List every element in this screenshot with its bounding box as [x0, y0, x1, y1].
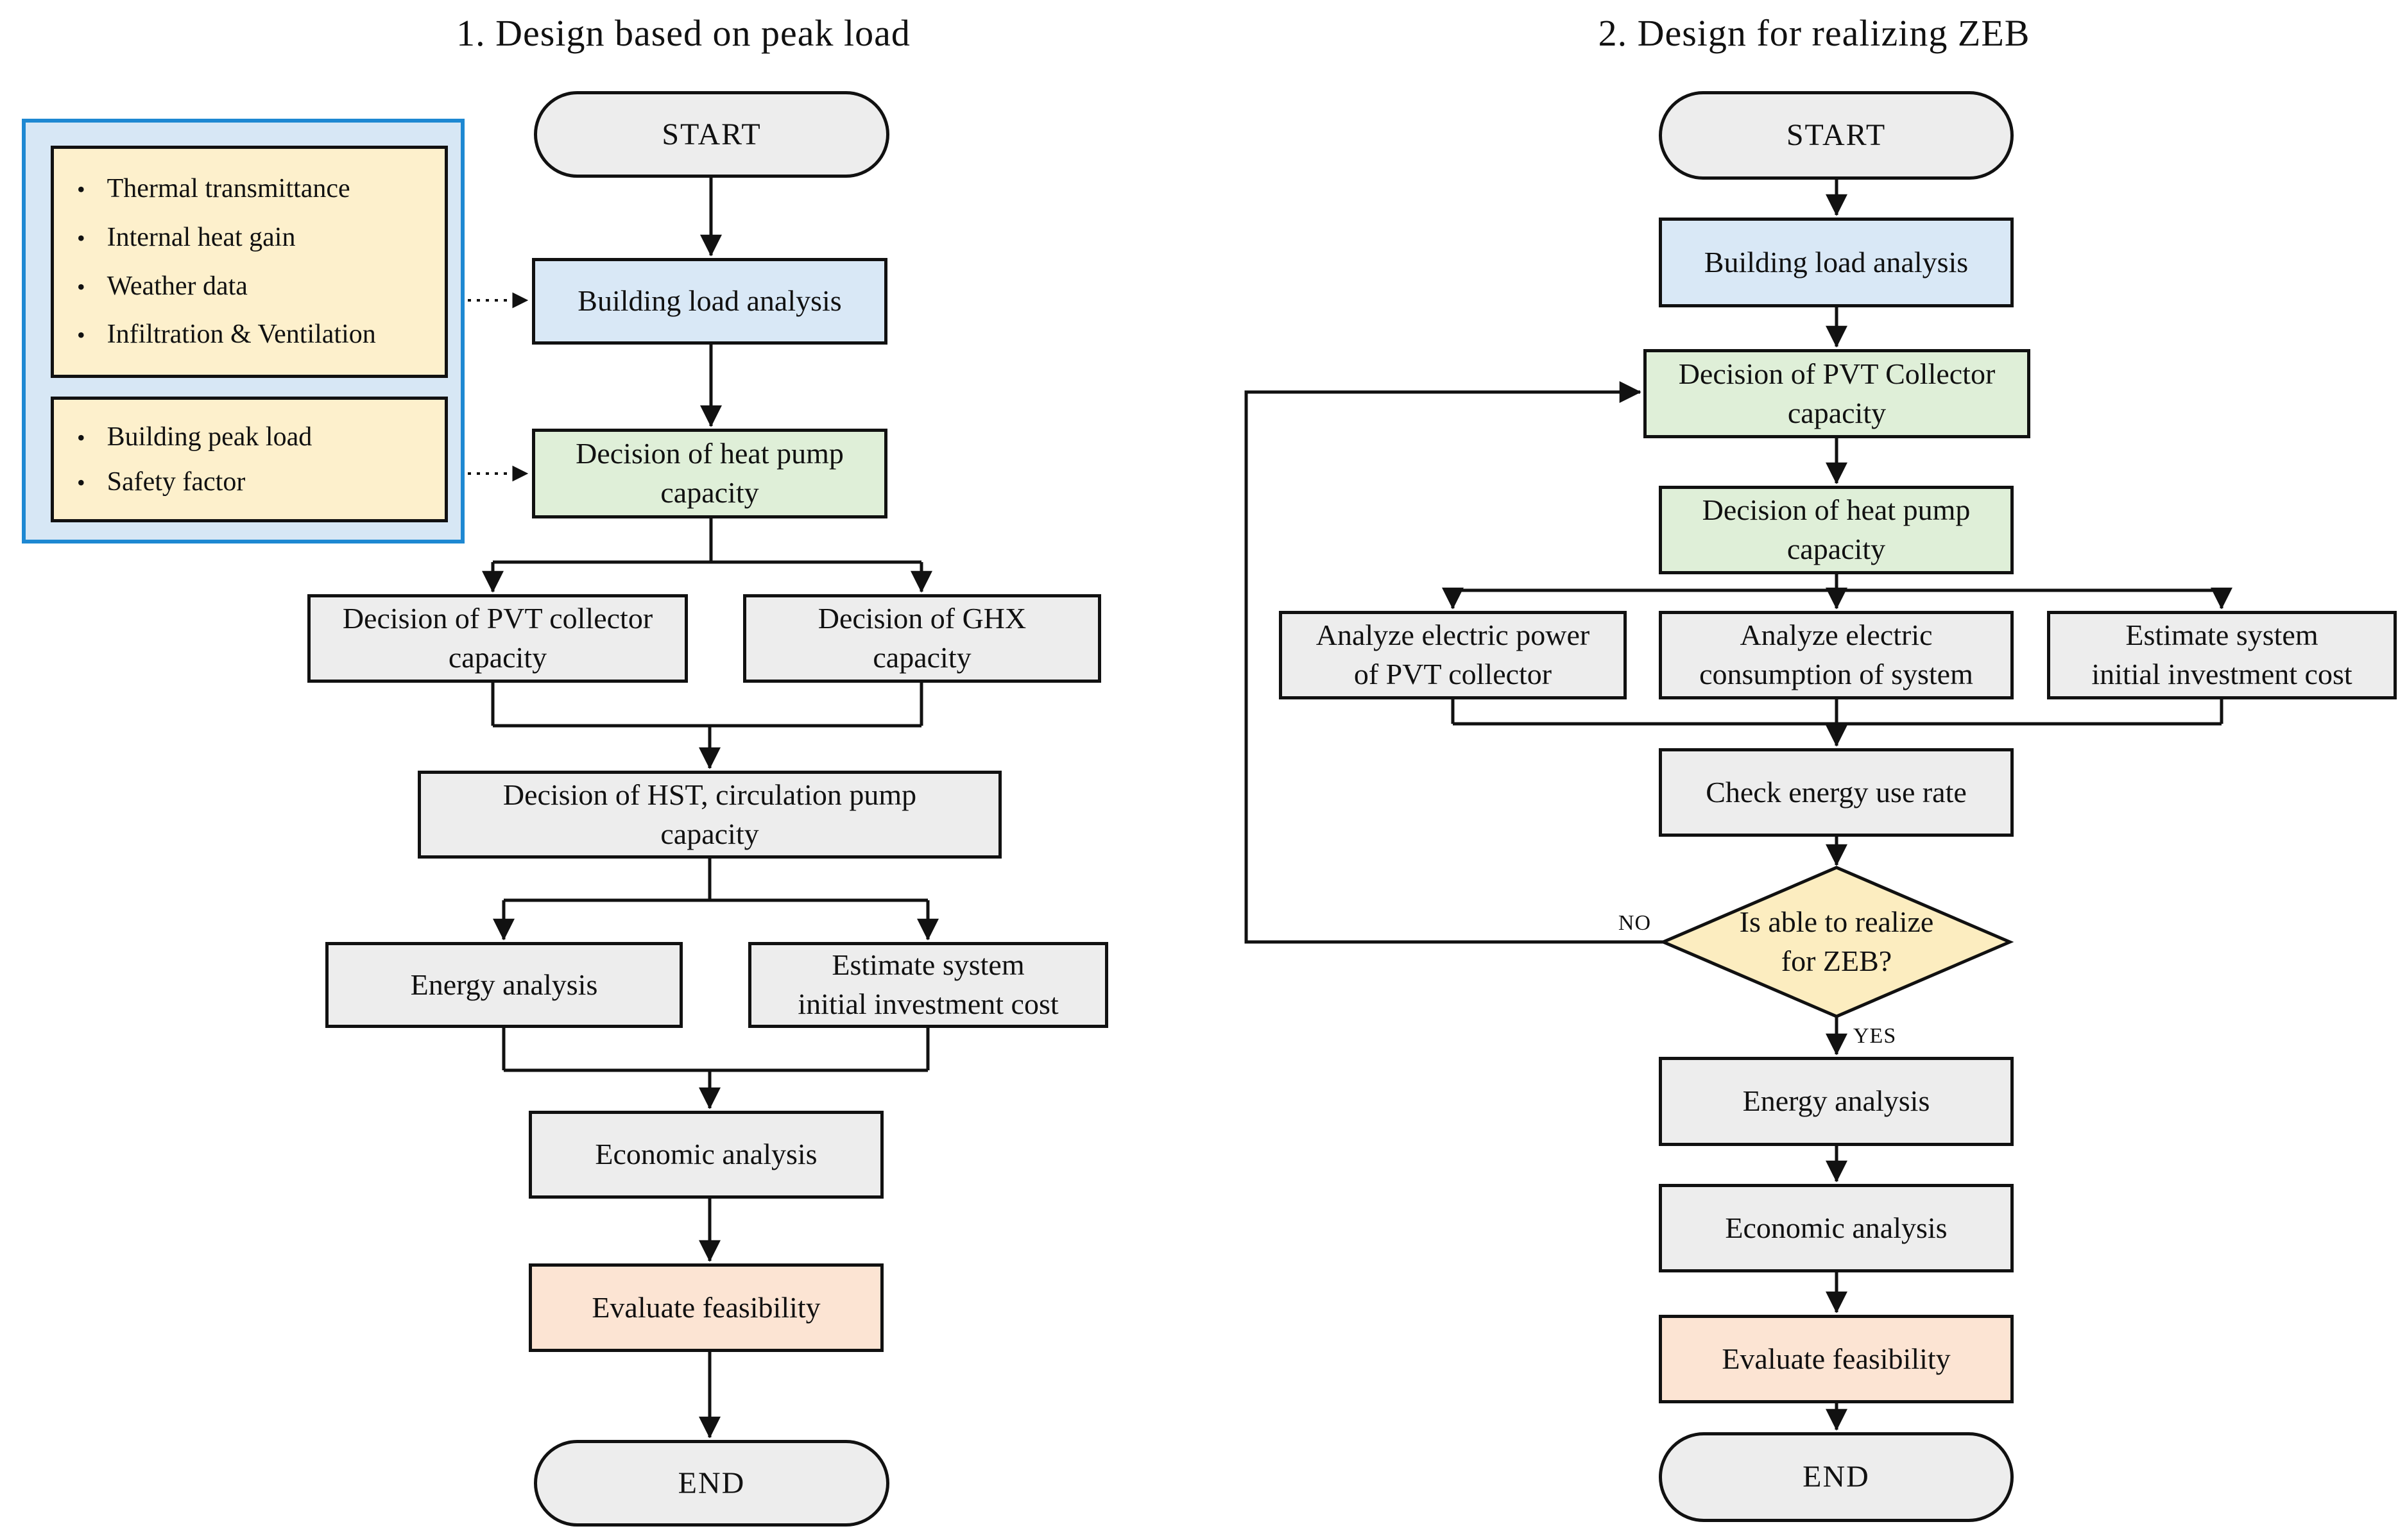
- input-parameters-panel: • Thermal transmittance • Internal heat …: [22, 119, 465, 543]
- zeb-decision-diamond: [1659, 866, 2014, 1018]
- note-item-label: Internal heat gain: [107, 223, 296, 253]
- note-item-label: Thermal transmittance: [107, 174, 350, 204]
- right-heat-pump-capacity: Decision of heat pump capacity: [1659, 486, 2014, 574]
- bullet-icon: •: [77, 322, 85, 348]
- right-analyze-electric-consumption: Analyze electric consumption of system: [1659, 611, 2014, 699]
- right-economic-analysis: Economic analysis: [1659, 1184, 2014, 1272]
- note-item-label: Weather data: [107, 271, 248, 301]
- bullet-icon: •: [77, 225, 85, 252]
- right-estimate-investment-cost: Estimate system initial investment cost: [2047, 611, 2397, 699]
- note-list: • Building peak load • Safety factor: [54, 400, 445, 519]
- right-zeb-decision-label: Is able to realize for ZEB?: [1739, 905, 1934, 977]
- left-pvt-collector-capacity: Decision of PVT collector capacity: [307, 594, 688, 683]
- right-evaluate-feasibility: Evaluate feasibility: [1659, 1315, 2014, 1403]
- bullet-icon: •: [77, 273, 85, 300]
- bullet-icon: •: [77, 176, 85, 203]
- decision-no-label: NO: [1618, 911, 1651, 935]
- note-item: • Safety factor: [77, 467, 438, 497]
- note-item-label: Building peak load: [107, 422, 313, 452]
- left-evaluate-feasibility: Evaluate feasibility: [529, 1263, 884, 1352]
- note-item: • Thermal transmittance: [77, 174, 438, 203]
- heat-pump-inputs-note: • Building peak load • Safety factor: [51, 397, 448, 522]
- decision-yes-label: YES: [1853, 1024, 1897, 1048]
- bullet-icon: •: [77, 424, 85, 450]
- right-building-load-analysis: Building load analysis: [1659, 218, 2014, 307]
- note-item-label: Infiltration & Ventilation: [107, 320, 376, 350]
- left-heat-pump-capacity: Decision of heat pump capacity: [532, 429, 887, 518]
- left-economic-analysis: Economic analysis: [529, 1111, 884, 1199]
- load-analysis-inputs-note: • Thermal transmittance • Internal heat …: [51, 146, 448, 378]
- note-item-label: Safety factor: [107, 467, 246, 497]
- bullet-icon: •: [77, 470, 85, 496]
- left-ghx-capacity: Decision of GHX capacity: [743, 594, 1101, 683]
- right-flow-title: 2. Design for realizing ZEB: [1598, 12, 2030, 54]
- left-flow-title: 1. Design based on peak load: [456, 12, 911, 54]
- note-item: • Weather data: [77, 271, 438, 301]
- right-end-terminal: END: [1659, 1432, 2014, 1522]
- left-end-terminal: END: [534, 1440, 889, 1527]
- left-building-load-analysis: Building load analysis: [532, 258, 887, 345]
- right-analyze-electric-power: Analyze electric power of PVT collector: [1279, 611, 1627, 699]
- left-hst-circulation-pump-capacity: Decision of HST, circulation pump capaci…: [418, 771, 1002, 859]
- right-start-terminal: START: [1659, 91, 2014, 180]
- left-energy-analysis: Energy analysis: [325, 942, 683, 1028]
- right-check-energy-use-rate: Check energy use rate: [1659, 748, 2014, 837]
- left-start-terminal: START: [534, 91, 889, 178]
- right-pvt-collector-capacity: Decision of PVT Collector capacity: [1643, 349, 2030, 438]
- right-energy-analysis: Energy analysis: [1659, 1057, 2014, 1146]
- note-item: • Internal heat gain: [77, 223, 438, 252]
- left-estimate-investment-cost: Estimate system initial investment cost: [748, 942, 1108, 1028]
- note-list: • Thermal transmittance • Internal heat …: [54, 149, 445, 375]
- note-item: • Infiltration & Ventilation: [77, 320, 438, 349]
- note-item: • Building peak load: [77, 422, 438, 452]
